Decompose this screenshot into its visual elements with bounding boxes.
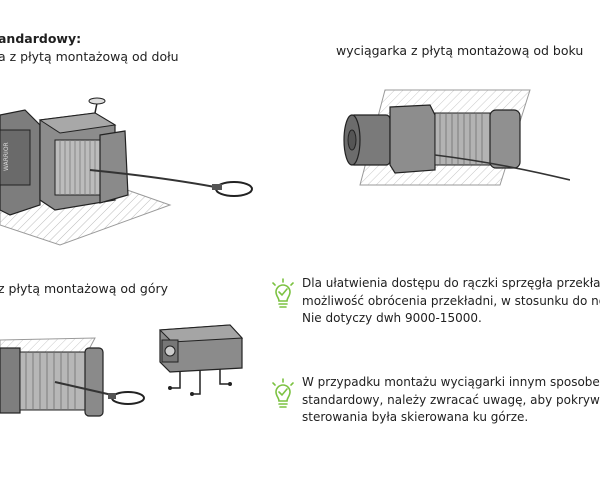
control-box-illustration	[158, 324, 244, 396]
section-heading: andardowy:	[0, 31, 82, 46]
tip-note-mounting: W przypadku montażu wyciągarki innym spo…	[302, 374, 600, 427]
caption-bottom-mount: a z płytą montażową od dołu	[0, 49, 179, 64]
caption-top-mount: z płytą montażową od góry	[0, 281, 169, 296]
svg-text:WARRIOR: WARRIOR	[3, 142, 10, 171]
winch-bottom-mount-illustration: WARRIOR	[0, 97, 253, 246]
tip-line: standardowy, należy zwracać uwagę, aby p…	[302, 392, 600, 407]
caption-side-mount: wyciągarka z płytą montażową od boku	[336, 43, 584, 58]
tip-line: Nie dotyczy dwh 9000-15000.	[302, 311, 482, 325]
tip-line: Dla ułatwienia dostępu do rączki sprzęgł…	[302, 276, 600, 290]
winch-side-mount-illustration	[343, 89, 570, 186]
lightbulb-check-icon	[272, 278, 294, 308]
winch-top-mount-illustration	[0, 337, 145, 417]
tip-note-gearbox: Dla ułatwienia dostępu do rączki sprzęgł…	[302, 275, 600, 328]
tip-line: sterowania była skierowana ku górze.	[302, 410, 529, 424]
lightbulb-check-icon	[272, 378, 294, 408]
tip-line: W przypadku montażu wyciągarki innym spo…	[302, 375, 600, 389]
tip-line: możliwość obrócenia przekładni, w stosun…	[302, 293, 600, 308]
